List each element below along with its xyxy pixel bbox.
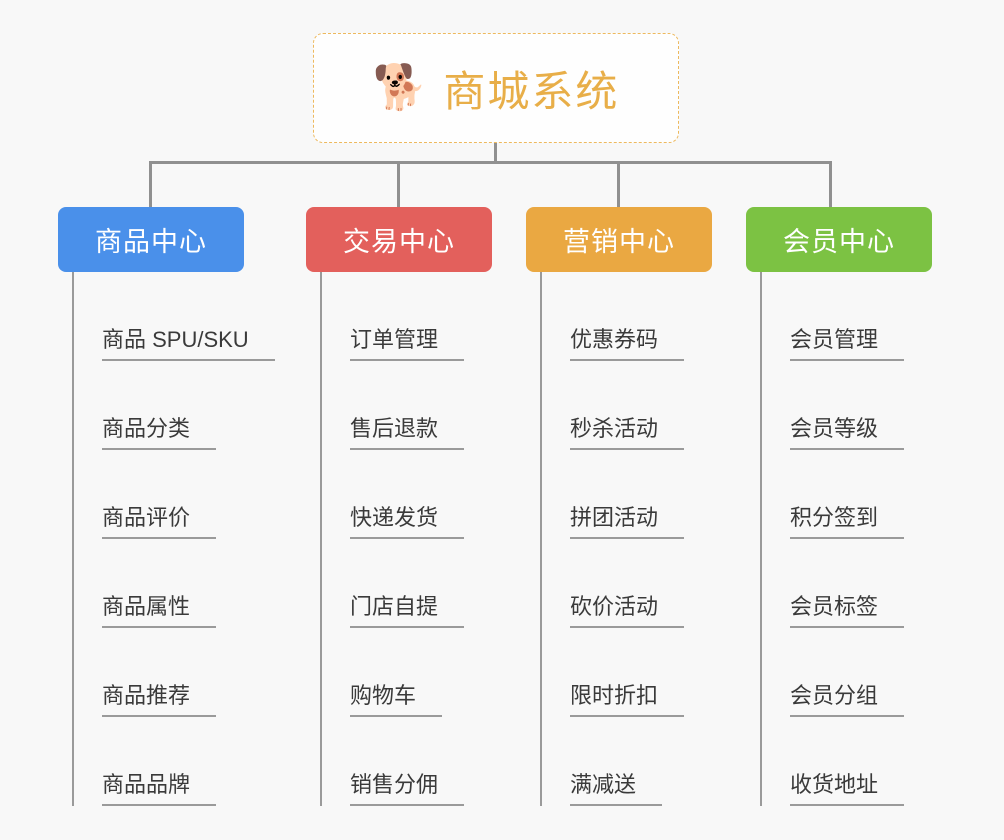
leaf-item[interactable]: 购物车 <box>320 628 492 717</box>
category-header-3[interactable]: 营销中心 <box>526 207 712 272</box>
leaf-item-label: 门店自提 <box>350 596 465 628</box>
connector-drop-1 <box>149 161 152 207</box>
leaf-item[interactable]: 商品分类 <box>72 361 244 450</box>
leaf-item[interactable]: 订单管理 <box>320 272 492 361</box>
leaf-item-label: 满减送 <box>570 774 663 806</box>
leaf-item-label: 拼团活动 <box>570 507 685 539</box>
root-node[interactable]: 🐕 商城系统 <box>313 33 679 143</box>
leaf-item-label: 秒杀活动 <box>570 418 685 450</box>
connector-drop-4 <box>829 161 832 207</box>
leaf-item-label: 收货地址 <box>790 774 905 806</box>
leaf-list-3: 优惠券码秒杀活动拼团活动砍价活动限时折扣满减送 <box>540 272 712 806</box>
leaf-item-label: 商品评价 <box>102 507 217 539</box>
leaf-item[interactable]: 商品 SPU/SKU <box>72 272 275 361</box>
leaf-rail-3 <box>540 272 542 806</box>
root-title: 商城系统 <box>443 67 620 115</box>
leaf-item-label: 商品 SPU/SKU <box>102 329 275 361</box>
leaf-item[interactable]: 收货地址 <box>760 717 932 806</box>
leaf-item[interactable]: 秒杀活动 <box>540 361 712 450</box>
shiba-dog-face-icon: 🐕 <box>372 63 428 112</box>
leaf-item[interactable]: 商品属性 <box>72 539 244 628</box>
leaf-item[interactable]: 销售分佣 <box>320 717 492 806</box>
leaf-item[interactable]: 商品推荐 <box>72 628 244 717</box>
category-column-2: 交易中心订单管理售后退款快递发货门店自提购物车销售分佣 <box>306 207 492 806</box>
category-column-4: 会员中心会员管理会员等级积分签到会员标签会员分组收货地址 <box>746 207 932 806</box>
leaf-list-2: 订单管理售后退款快递发货门店自提购物车销售分佣 <box>320 272 492 806</box>
leaf-item-label: 购物车 <box>350 685 443 717</box>
leaf-item-label: 商品分类 <box>102 418 217 450</box>
leaf-rail-1 <box>72 272 74 806</box>
connector-horizontal-bus <box>149 161 832 164</box>
category-column-1: 商品中心商品 SPU/SKU 商品分类商品评价商品属性商品推荐商品品牌 <box>58 207 275 806</box>
leaf-item-label: 销售分佣 <box>350 774 465 806</box>
category-header-1[interactable]: 商品中心 <box>58 207 244 272</box>
leaf-item[interactable]: 售后退款 <box>320 361 492 450</box>
leaf-item-label: 会员管理 <box>790 329 905 361</box>
leaf-item[interactable]: 积分签到 <box>760 450 932 539</box>
leaf-item[interactable]: 砍价活动 <box>540 539 712 628</box>
leaf-item-label: 优惠券码 <box>570 329 685 361</box>
leaf-item[interactable]: 会员等级 <box>760 361 932 450</box>
leaf-item[interactable]: 快递发货 <box>320 450 492 539</box>
leaf-item[interactable]: 限时折扣 <box>540 628 712 717</box>
leaf-item[interactable]: 会员管理 <box>760 272 932 361</box>
leaf-list-1: 商品 SPU/SKU 商品分类商品评价商品属性商品推荐商品品牌 <box>72 272 275 806</box>
leaf-item[interactable]: 商品评价 <box>72 450 244 539</box>
leaf-rail-2 <box>320 272 322 806</box>
leaf-item-label: 订单管理 <box>350 329 465 361</box>
connector-drop-2 <box>397 161 400 207</box>
connector-root-stem <box>494 143 497 163</box>
category-header-2[interactable]: 交易中心 <box>306 207 492 272</box>
leaf-item-label: 快递发货 <box>350 507 465 539</box>
category-header-4[interactable]: 会员中心 <box>746 207 932 272</box>
leaf-item-label: 砍价活动 <box>570 596 685 628</box>
leaf-item-label: 商品推荐 <box>102 685 217 717</box>
leaf-item[interactable]: 会员标签 <box>760 539 932 628</box>
leaf-item-label: 会员等级 <box>790 418 905 450</box>
leaf-item[interactable]: 拼团活动 <box>540 450 712 539</box>
leaf-item[interactable]: 优惠券码 <box>540 272 712 361</box>
leaf-item-label: 商品品牌 <box>102 774 217 806</box>
leaf-item[interactable]: 商品品牌 <box>72 717 244 806</box>
leaf-item-label: 限时折扣 <box>570 685 685 717</box>
leaf-item-label: 售后退款 <box>350 418 465 450</box>
leaf-item[interactable]: 门店自提 <box>320 539 492 628</box>
connector-drop-3 <box>617 161 620 207</box>
leaf-list-4: 会员管理会员等级积分签到会员标签会员分组收货地址 <box>760 272 932 806</box>
leaf-rail-4 <box>760 272 762 806</box>
leaf-item-label: 积分签到 <box>790 507 905 539</box>
leaf-item[interactable]: 满减送 <box>540 717 712 806</box>
leaf-item[interactable]: 会员分组 <box>760 628 932 717</box>
leaf-item-label: 会员标签 <box>790 596 905 628</box>
category-column-3: 营销中心优惠券码秒杀活动拼团活动砍价活动限时折扣满减送 <box>526 207 712 806</box>
leaf-item-label: 会员分组 <box>790 685 905 717</box>
leaf-item-label: 商品属性 <box>102 596 217 628</box>
